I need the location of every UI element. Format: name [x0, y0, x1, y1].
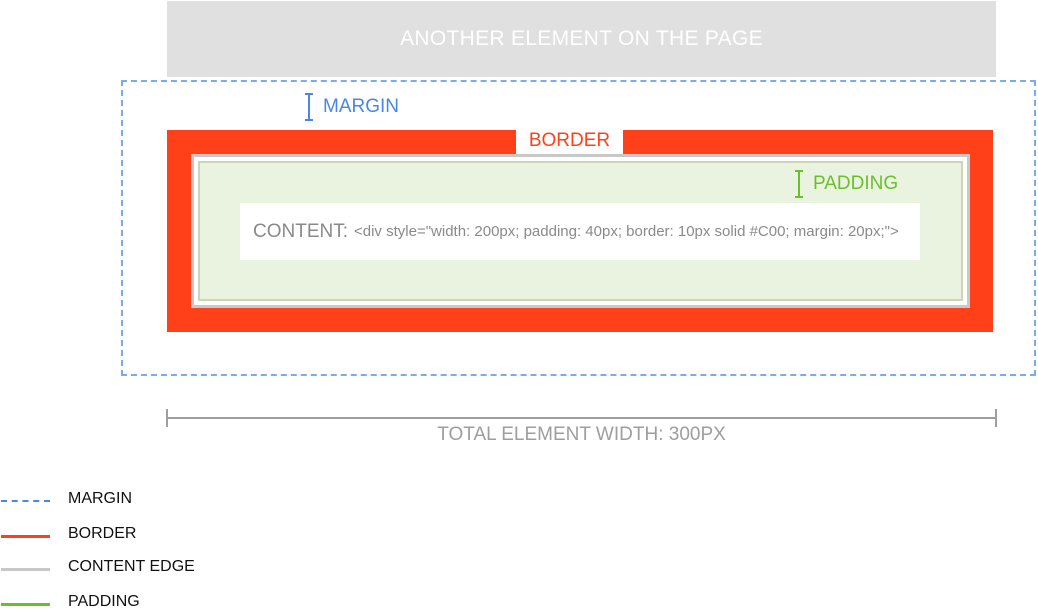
another-element-label: ANOTHER ELEMENT ON THE PAGE — [400, 27, 763, 50]
legend-item-margin: MARGIN — [0, 489, 300, 513]
legend-label: MARGIN — [68, 490, 132, 507]
legend-label: PADDING — [68, 593, 140, 610]
legend-swatch — [1, 603, 50, 606]
legend-swatch — [1, 568, 50, 571]
legend-item-border: BORDER — [0, 524, 300, 548]
padding-ibeam-icon — [795, 170, 803, 198]
legend-label: BORDER — [68, 525, 137, 542]
content-box: CONTENT: <div style="width: 200px; paddi… — [240, 203, 920, 260]
border-label: BORDER — [516, 128, 623, 154]
legend-item-content-edge: CONTENT EDGE — [0, 557, 300, 581]
total-width-right-cap — [995, 409, 997, 427]
margin-ibeam-icon — [305, 93, 313, 121]
another-element-block: ANOTHER ELEMENT ON THE PAGE — [167, 1, 996, 77]
legend-item-padding: PADDING — [0, 592, 300, 616]
margin-label: MARGIN — [323, 96, 399, 117]
total-width-line — [166, 417, 997, 419]
padding-label: PADDING — [813, 173, 899, 194]
legend-label: CONTENT EDGE — [68, 558, 195, 575]
total-width-left-cap — [166, 409, 168, 427]
padding-annotation: PADDING — [795, 169, 898, 199]
total-width-label: TOTAL ELEMENT WIDTH: 300PX — [437, 424, 726, 445]
content-title: CONTENT: — [253, 220, 348, 242]
margin-box — [121, 80, 1036, 376]
legend-swatch — [1, 535, 50, 538]
legend-swatch — [1, 500, 50, 502]
content-code: <div style="width: 200px; padding: 40px;… — [354, 223, 899, 240]
margin-annotation: MARGIN — [305, 92, 399, 122]
